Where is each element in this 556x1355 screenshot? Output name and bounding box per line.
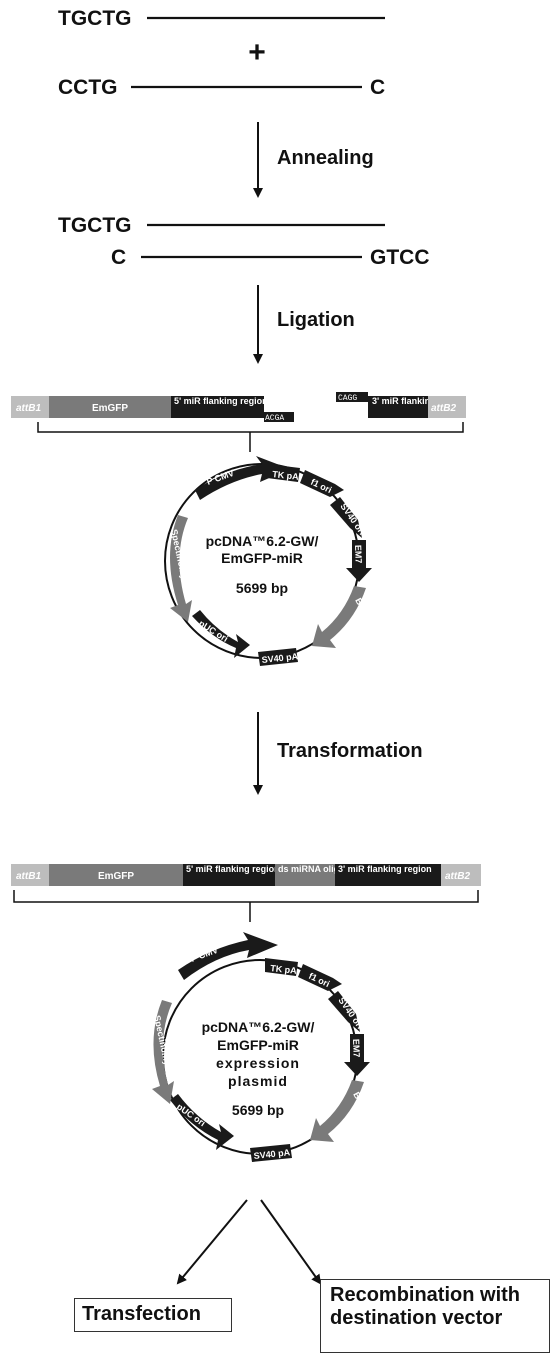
sv40ori-arrow-2 (328, 991, 360, 1032)
annealing-label: Annealing (277, 147, 374, 169)
acga-overhang (264, 412, 294, 422)
tkpa-label-2: TK pA (270, 963, 298, 976)
blasticidin-arrow-1 (312, 586, 366, 648)
arrow-to-transfection (176, 1199, 248, 1285)
arrow-to-recombination (260, 1199, 322, 1285)
blasticidin-label-1: Blasticidin (353, 596, 383, 641)
vector-bar: attB1 EmGFP 5' miR flanking region ACGA … (11, 392, 466, 423)
transformation-label: Transformation (277, 740, 423, 762)
f1ori-arrow-2 (298, 964, 342, 991)
tkpa-block-2 (265, 958, 298, 976)
transfection-box: Transfection (74, 1298, 232, 1332)
annealed-bottom-5-label: C (111, 246, 126, 269)
plasmid-2-name-line4: plasmid (228, 1073, 288, 1089)
spectinomycin-arrow-1 (170, 515, 192, 622)
plasmid-2-size: 5699 bp (232, 1102, 284, 1118)
attb2-label-2: attB2 (445, 871, 470, 882)
annealed-bottom-3-label: GTCC (370, 246, 430, 269)
ds-mirna-oligo-label: ds miRNA oligo (278, 864, 345, 874)
sv40pa-label-1: SV40 pA (261, 651, 299, 665)
blasticidin-label-2: Blasticidin (351, 1090, 381, 1135)
f1ori-arrow-1 (300, 470, 344, 497)
plasmid-1-name-line1: pcDNA™6.2-GW/ (206, 533, 319, 549)
bottom-strand-3-label: C (370, 76, 385, 99)
three-prime-flank-segment (368, 396, 428, 418)
emgfp-segment (49, 396, 171, 418)
tkpa-block-1 (267, 464, 300, 482)
recombination-box: Recombination with destination vector (320, 1279, 550, 1353)
emgfp-label-2: EmGFP (98, 871, 134, 882)
plus-sign: + (248, 36, 266, 69)
recombination-label-line2: destination vector (330, 1307, 503, 1329)
em7-label-2: EM7 (351, 1039, 362, 1058)
emgfp-label: EmGFP (92, 403, 128, 414)
recombination-label-line1: Recombination with (330, 1284, 520, 1306)
sv40pa-label-2: SV40 pA (253, 1147, 291, 1161)
attb2-segment (428, 396, 466, 418)
attb1-label: attB1 (16, 403, 41, 414)
attb2-segment-2 (441, 864, 481, 886)
five-prime-flank-label: 5' miR flanking region (174, 396, 268, 406)
plasmid-1-name-line2: EmGFP-miR (221, 550, 303, 566)
ds-mirna-oligo-segment (275, 864, 335, 886)
em7-arrow-1 (346, 540, 372, 582)
ligation-label: Ligation (277, 309, 355, 331)
em7-arrow-2 (344, 1034, 370, 1076)
three-prime-flank-segment-2 (335, 864, 441, 886)
three-prime-flank-label-2: 3' miR flanking region (338, 864, 432, 874)
bottom-strand-5-label: CCTG (58, 76, 118, 99)
em7-label-1: EM7 (353, 545, 364, 564)
plasmid-2-name-line1: pcDNA™6.2-GW/ (202, 1019, 315, 1035)
five-prime-flank-segment (171, 396, 264, 418)
plasmid-map-1: P CMV TK pA f1 ori SV40 ori EM7 Blastici… (164, 456, 383, 666)
sv40ori-arrow-1 (330, 497, 362, 538)
vector-bracket-2 (13, 890, 479, 922)
annealed-top-label: TGCTG (58, 214, 132, 237)
transfection-label: Transfection (82, 1303, 201, 1325)
blasticidin-arrow-2 (310, 1080, 364, 1142)
attb2-label: attB2 (431, 403, 456, 414)
puc-ori-arrow-1 (192, 610, 250, 658)
emgfp-segment-2 (49, 864, 183, 886)
vector-bracket-1 (37, 422, 464, 452)
cagg-label: CAGG (338, 394, 357, 403)
plasmid-2-name-line3: expression (216, 1055, 300, 1071)
tkpa-label-1: TK pA (272, 469, 300, 482)
pcmv-arrow-1 (195, 456, 290, 500)
pcmv-arrow-2 (178, 932, 278, 980)
plasmid-2-name-line2: EmGFP-miR (217, 1037, 299, 1053)
sv40pa-block-2 (250, 1144, 292, 1162)
plasmid-1-size: 5699 bp (236, 580, 288, 596)
five-prime-flank-label-2: 5' miR flanking region (186, 864, 280, 874)
attb1-segment-2 (11, 864, 49, 886)
acga-label: ACGA (265, 414, 284, 423)
puc-ori-label-1: pUC ori (197, 618, 230, 644)
sv40pa-block-1 (258, 648, 298, 666)
top-strand-label: TGCTG (58, 7, 132, 30)
attb1-segment (11, 396, 49, 418)
three-prime-flank-label: 3' miR flanking region (372, 396, 466, 406)
puc-ori-arrow-2 (170, 1094, 234, 1150)
spectinomycin-arrow-2 (152, 1000, 174, 1104)
expression-bar: attB1 EmGFP 5' miR flanking region ds mi… (11, 864, 481, 886)
five-prime-flank-segment-2 (183, 864, 275, 886)
plasmid-map-2: P CMV TK pA f1 ori SV40 ori EM7 Blastici… (152, 932, 381, 1162)
attb1-label-2: attB1 (16, 871, 41, 882)
cagg-overhang (336, 392, 368, 402)
